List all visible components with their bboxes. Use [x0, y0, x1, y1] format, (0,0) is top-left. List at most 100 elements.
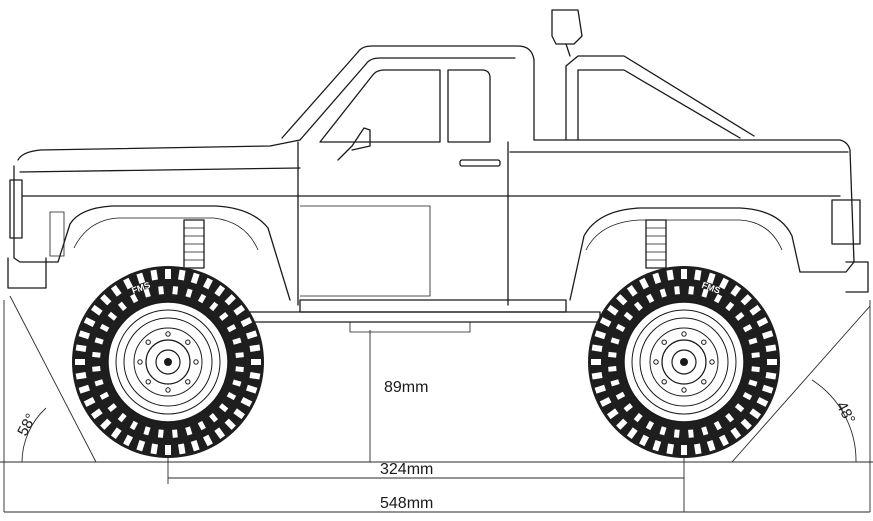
hub-cap [155, 349, 181, 375]
tread-block [92, 366, 101, 372]
tread-block [203, 277, 213, 290]
tread-block [110, 284, 122, 297]
tread-block [117, 301, 127, 311]
tread-block [232, 379, 242, 387]
tread-block [599, 317, 612, 327]
lug-nut [165, 387, 171, 393]
chassis-rail [229, 311, 601, 323]
tread-block [616, 294, 628, 306]
tread-block [123, 277, 133, 290]
tread-block [608, 351, 617, 358]
tread-block [240, 317, 253, 327]
lug-nut [709, 359, 715, 365]
tread-block [158, 286, 164, 295]
tread-block [75, 359, 85, 365]
rear-wheel: FMS [588, 266, 780, 458]
lug-nut [701, 339, 707, 345]
tread-block [117, 412, 127, 423]
tread-block [688, 286, 695, 295]
tread-block [659, 288, 667, 298]
tread-block [251, 359, 261, 365]
tread-block [756, 397, 769, 407]
rim-ring [115, 309, 221, 415]
tread-block [706, 272, 716, 284]
lug-nut [145, 339, 151, 345]
tread-block [719, 277, 729, 290]
tread-block [615, 323, 626, 333]
tread-block [599, 397, 612, 407]
tread-block [646, 293, 655, 304]
lug-nut [145, 379, 151, 385]
rim-ring [133, 327, 203, 397]
hub [661, 339, 707, 385]
tread-block [226, 391, 237, 401]
tread-block [249, 372, 261, 380]
tread-block [608, 366, 617, 372]
tread-block [143, 288, 151, 298]
rim-ring [631, 309, 737, 415]
tread-block [90, 304, 103, 316]
tread-block [190, 440, 200, 452]
tread-block [249, 344, 261, 352]
tread-block [591, 372, 603, 380]
tread-block [762, 384, 774, 394]
tread-block [610, 337, 620, 345]
lug-nut [701, 379, 707, 385]
tread-block [246, 330, 258, 340]
tread-block [107, 403, 117, 413]
tread-block [165, 269, 171, 279]
tread-block [730, 284, 742, 297]
tread-block [674, 286, 680, 295]
lug-nut [661, 339, 667, 345]
tread-block [681, 445, 687, 455]
tread-block [765, 372, 777, 380]
tread-block [735, 311, 745, 321]
rim-ring [123, 317, 213, 407]
lug-nut [681, 387, 687, 393]
tread-block [75, 344, 87, 352]
front-shock [183, 219, 205, 269]
tread-block [197, 293, 207, 304]
tread-block [90, 408, 103, 420]
tread-block [659, 426, 667, 436]
tread-block [719, 434, 729, 447]
lug-nut [661, 379, 667, 385]
roll-bar [565, 55, 755, 141]
tread-block [666, 269, 674, 281]
side-step [299, 299, 567, 313]
tread-block [725, 413, 735, 423]
tread-block [681, 269, 687, 279]
tread-block [214, 427, 226, 440]
tread-block [734, 403, 745, 413]
lug-nut [185, 379, 191, 385]
rim-ring [649, 327, 719, 397]
light-pod [551, 9, 583, 45]
tread-block [203, 434, 213, 447]
tread-block [172, 429, 178, 438]
side-mirror [337, 127, 371, 161]
tread-block [606, 304, 619, 316]
tread-block [150, 269, 158, 281]
tread-block [246, 384, 258, 394]
tread-block [190, 272, 200, 284]
tread-block [751, 352, 760, 358]
tread-block [136, 272, 146, 284]
tread-block [639, 434, 649, 447]
approach-angle-label: 58° [14, 411, 40, 439]
tread-block [673, 429, 680, 438]
tread-block [730, 427, 742, 440]
tread-block [94, 379, 104, 387]
tread-block [185, 426, 193, 436]
tread-block [100, 294, 112, 306]
tread-block [224, 294, 236, 306]
tread-block [762, 330, 774, 340]
tread-block [214, 284, 226, 297]
tread-block [666, 443, 674, 455]
tread-block [165, 445, 171, 455]
side-window [447, 69, 491, 143]
tread-block [100, 418, 112, 430]
tread-block [713, 293, 723, 304]
tread-block [233, 304, 246, 316]
tread-block [652, 440, 662, 452]
